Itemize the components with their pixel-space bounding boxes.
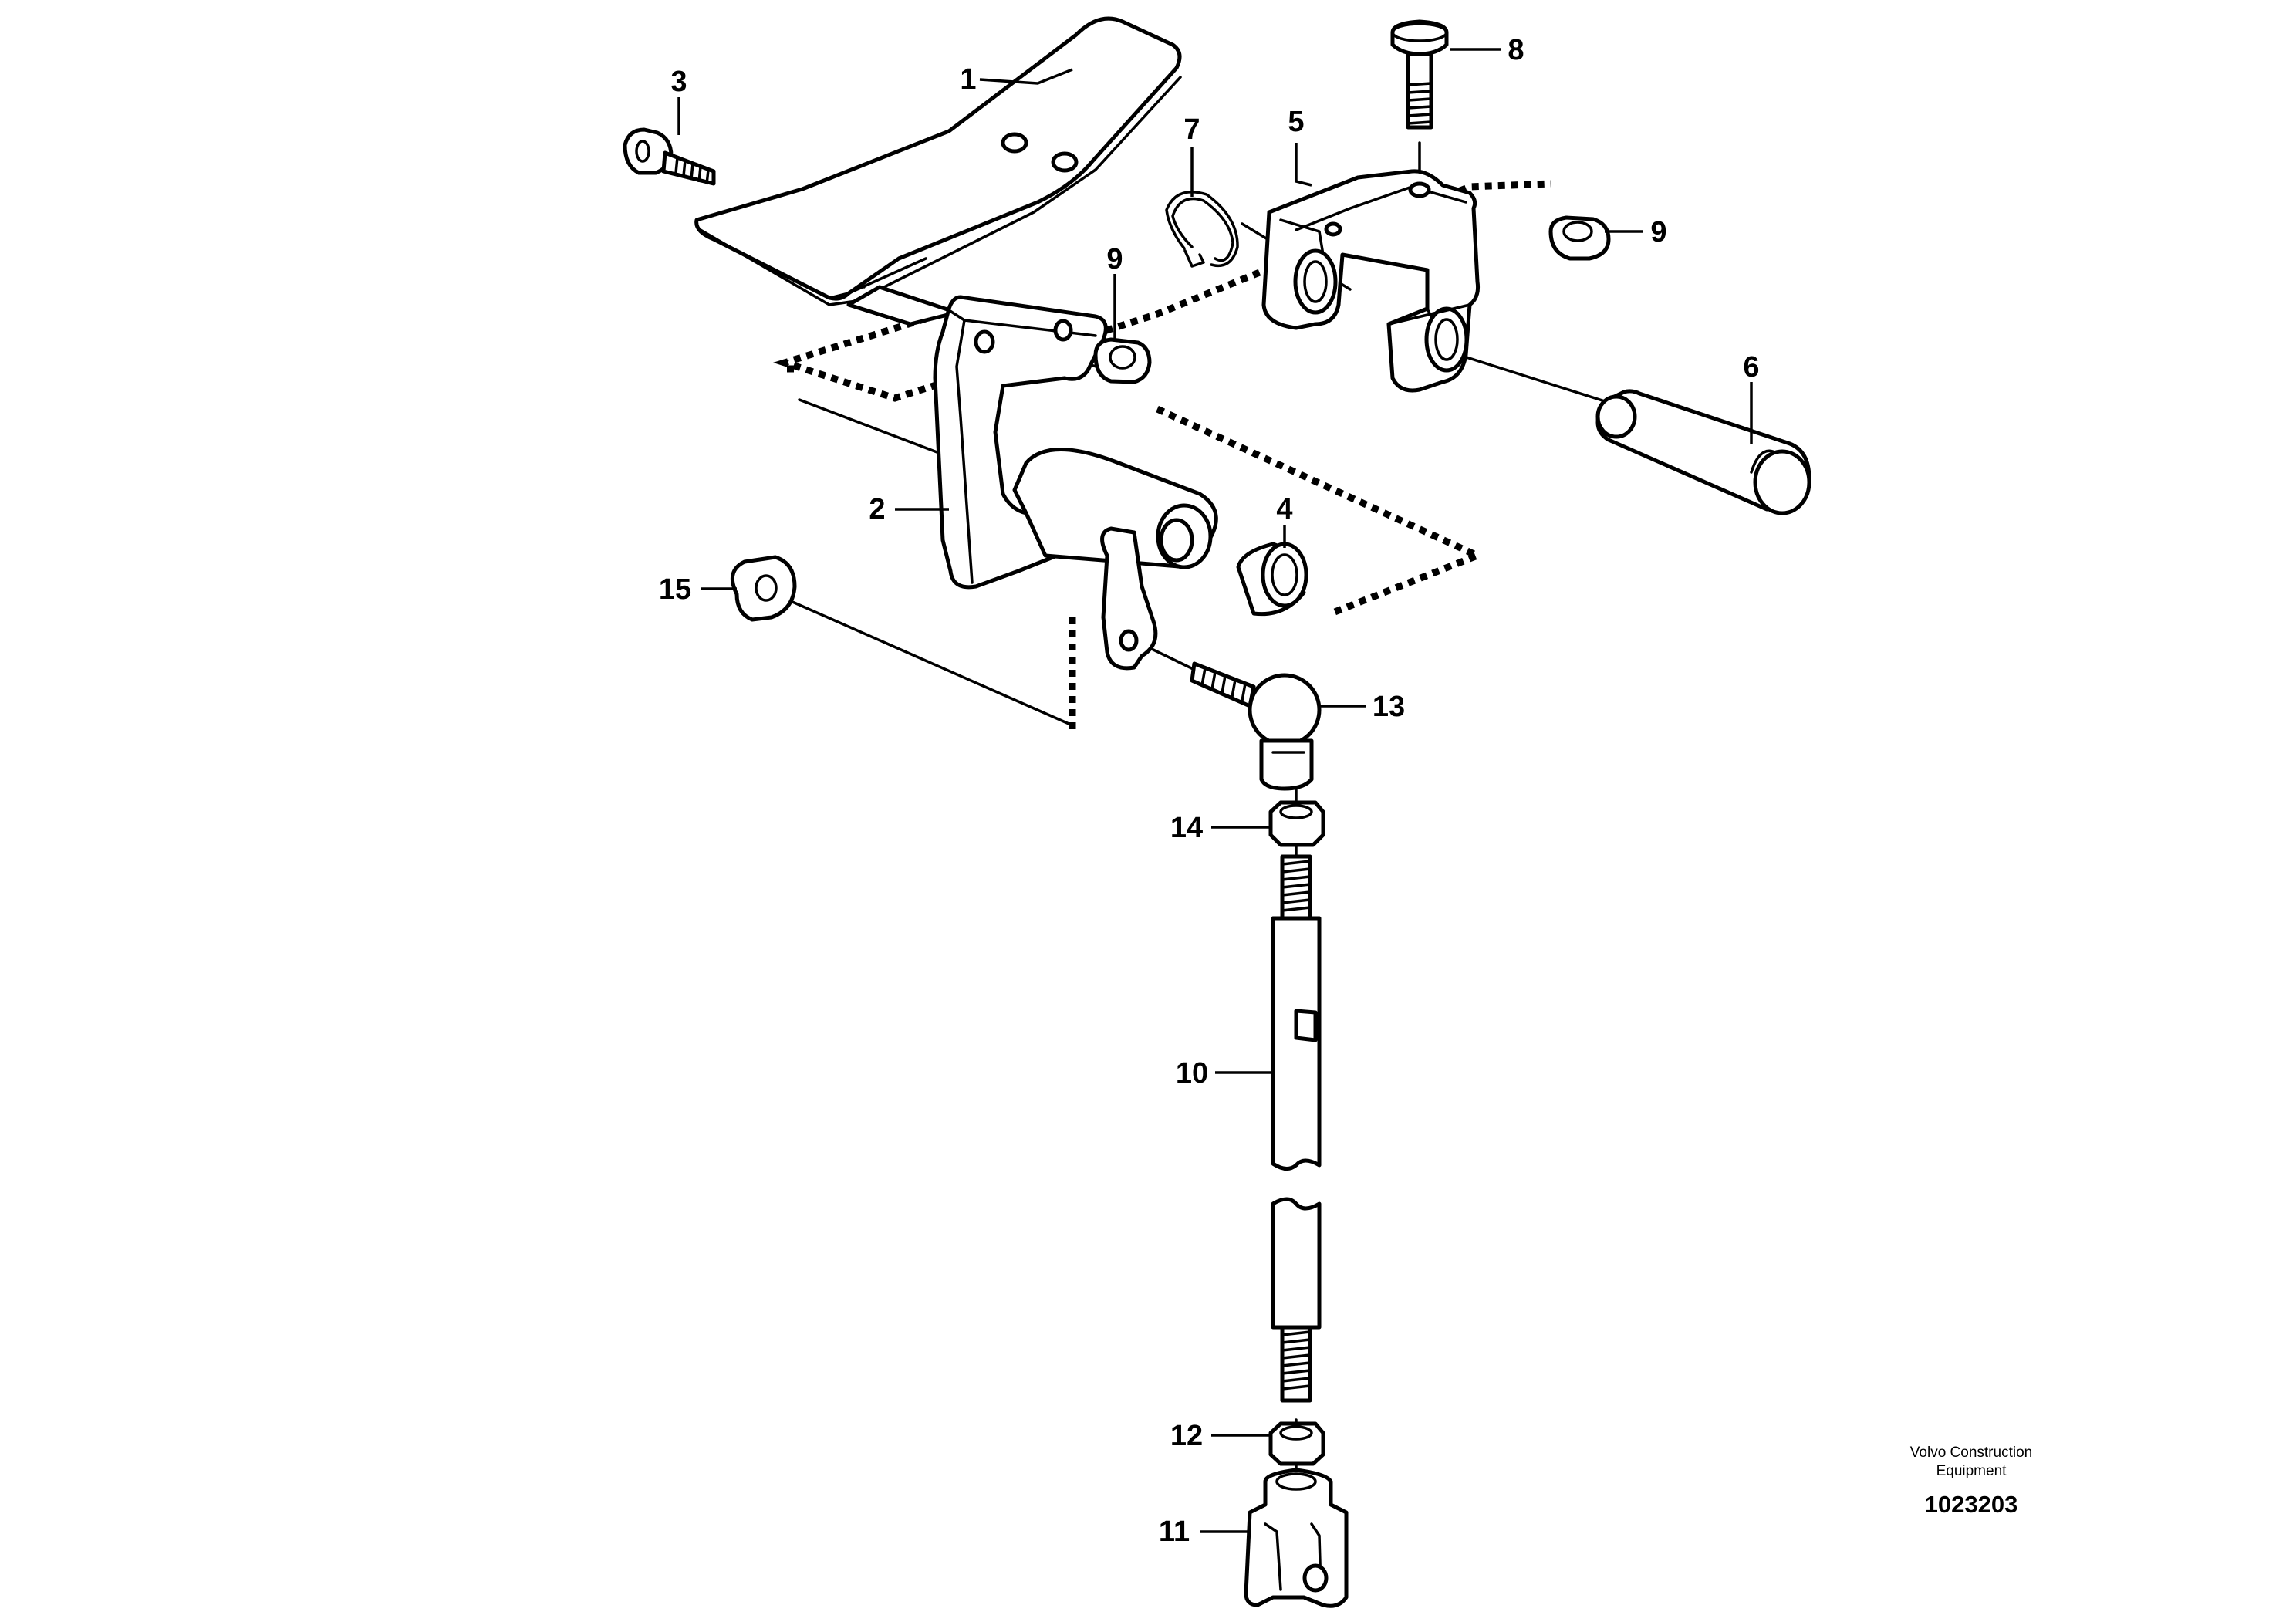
callout-leaders xyxy=(677,48,1753,1533)
bracket-5 xyxy=(1261,169,1480,393)
bolt-8 xyxy=(1390,19,1449,130)
pedal-arm xyxy=(933,295,1218,671)
callout-8: 8 xyxy=(1508,34,1524,66)
company-name-line1: Volvo Construction xyxy=(1910,1445,2032,1461)
assembly-dashed-lines xyxy=(773,180,1551,729)
assembly-thin-lines xyxy=(770,141,1606,1479)
nut-14 xyxy=(1268,800,1325,847)
callout-7: 7 xyxy=(1183,113,1200,146)
callout-1: 1 xyxy=(960,63,976,96)
callout-6: 6 xyxy=(1743,351,1759,384)
flange-nut-9-right xyxy=(1548,215,1611,261)
company-name-line2: Equipment xyxy=(1936,1463,2007,1479)
callout-12: 12 xyxy=(1170,1420,1203,1452)
flange-nut-9-left xyxy=(1093,337,1152,384)
drawing-footer: Volvo Construction Equipment 1023203 xyxy=(1910,1445,2032,1518)
bushing-4 xyxy=(1236,542,1308,617)
ball-joint-13 xyxy=(1190,661,1322,791)
nut-12 xyxy=(1268,1421,1325,1466)
callout-11: 11 xyxy=(1159,1516,1190,1548)
circlip-7 xyxy=(1165,191,1239,268)
callout-15: 15 xyxy=(659,573,691,606)
clevis-11 xyxy=(1244,1468,1349,1608)
callout-3: 3 xyxy=(670,66,687,98)
pedal-pad xyxy=(694,16,1182,326)
callout-5: 5 xyxy=(1288,106,1304,138)
callout-labels: 1 2 3 4 5 6 7 8 9 9 10 11 12 13 14 15 xyxy=(659,34,1760,1548)
callout-2: 2 xyxy=(869,493,885,525)
callout-9-left: 9 xyxy=(1106,243,1123,275)
callout-13: 13 xyxy=(1373,691,1405,723)
drawing-number: 1023203 xyxy=(1925,1491,2018,1518)
push-rod-10 xyxy=(1271,854,1322,1403)
callout-14: 14 xyxy=(1170,812,1203,844)
callout-4: 4 xyxy=(1276,493,1292,525)
pin-6 xyxy=(1595,389,1811,515)
bolt-3 xyxy=(623,127,716,186)
callout-10: 10 xyxy=(1176,1057,1208,1090)
washer-15 xyxy=(730,555,797,622)
callout-9-right: 9 xyxy=(1650,216,1666,248)
